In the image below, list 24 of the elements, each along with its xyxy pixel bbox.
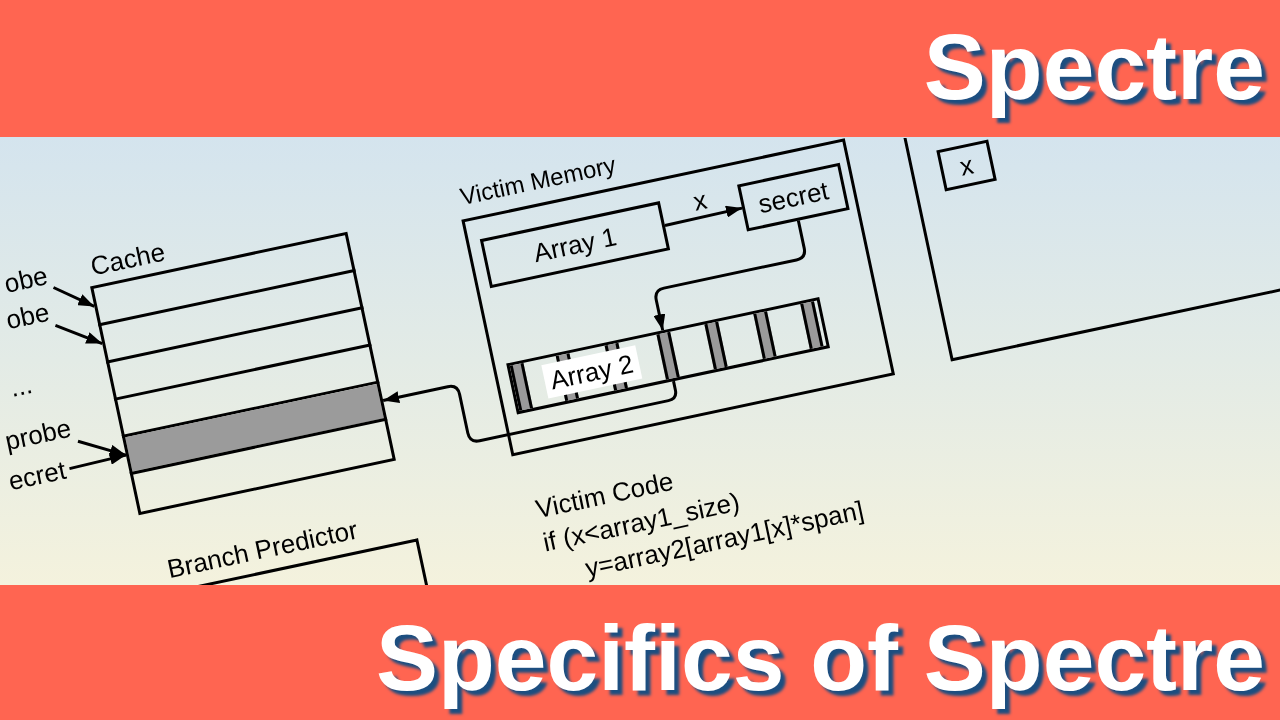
value-box bbox=[737, 162, 850, 232]
annotation-label: obe bbox=[1, 260, 51, 299]
node-label: Array 2 bbox=[541, 345, 643, 399]
arrow bbox=[653, 220, 806, 331]
memory-panel bbox=[461, 138, 896, 457]
annotation-label: obe bbox=[3, 296, 52, 336]
cache-block bbox=[90, 231, 396, 516]
arrow bbox=[69, 453, 127, 471]
block-title: Cache bbox=[87, 236, 168, 282]
node-label: x bbox=[957, 149, 977, 182]
block-title: Branch Predictor bbox=[164, 514, 361, 585]
arrow bbox=[52, 286, 95, 308]
node-label: secret bbox=[755, 175, 832, 220]
ellipsis-text: ... bbox=[7, 368, 35, 403]
arrow bbox=[77, 439, 127, 457]
arrow bbox=[54, 324, 103, 345]
arrow bbox=[382, 380, 678, 443]
annotation-label: probe bbox=[2, 412, 74, 457]
edge-label: x bbox=[690, 184, 710, 217]
annotation-label: ecret bbox=[5, 454, 69, 497]
arrow bbox=[664, 205, 743, 227]
node-label: Array 1 bbox=[530, 221, 620, 269]
block-title: Victim Memory bbox=[458, 152, 618, 210]
array-strip bbox=[506, 297, 830, 415]
